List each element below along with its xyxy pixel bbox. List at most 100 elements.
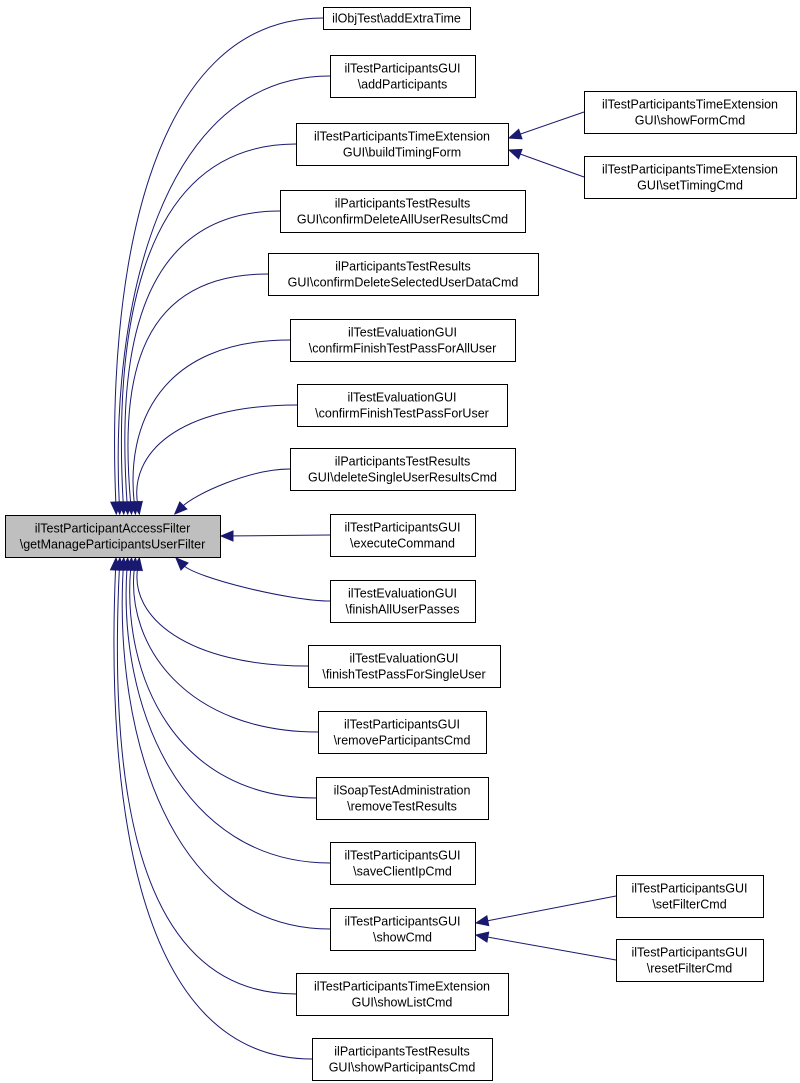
edge-s1-to-n3 [507, 111, 585, 140]
node-label: \finishAllUserPasses [346, 603, 460, 617]
node-label: \resetFilterCmd [647, 962, 732, 976]
node-box [616, 939, 764, 982]
node-il-participants-test-results-gui-confirm-delete-selected-user-data-cmd[interactable]: ilParticipantsTestResultsGUI\confirmDele… [268, 253, 539, 296]
edge-s3-to-n15 [474, 895, 617, 927]
node-il-obj-test-add-extra-time[interactable]: ilObjTest\addExtraTime [323, 7, 471, 30]
nodes-layer: ilTestParticipantAccessFilter\getManageP… [5, 7, 797, 1081]
node-box [316, 777, 489, 820]
edge-n13-to-root [124, 556, 317, 799]
node-label: \setFilterCmd [652, 898, 726, 912]
node-label: \confirmFinishTestPassForAllUser [309, 342, 497, 356]
edge-n6-to-root [128, 339, 291, 516]
edge-n16-to-root [113, 556, 297, 995]
node-label: ilTestEvaluationGUI [347, 391, 456, 405]
node-label: GUI\showParticipantsCmd [329, 1061, 476, 1075]
node-label: GUI\confirmDeleteSelectedUserDataCmd [288, 276, 519, 290]
node-box [5, 515, 221, 558]
edge-n5-to-root [124, 273, 269, 516]
node-label: ilTestParticipantsGUI [344, 849, 460, 863]
node-label: GUI\confirmDeleteAllUserResultsCmd [297, 213, 508, 227]
edge-n3-to-root [117, 143, 297, 516]
node-label: \saveClientIpCmd [353, 865, 452, 879]
node-label: ilTestEvaluationGUI [348, 326, 457, 340]
node-box [290, 319, 516, 362]
node-il-test-participants-gui-reset-filter-cmd[interactable]: ilTestParticipantsGUI \resetFilterCmd [616, 939, 764, 982]
edge-n7-to-root [131, 404, 298, 516]
node-label: ilParticipantsTestResults [335, 197, 470, 211]
node-il-participants-test-results-gui-show-participants-cmd[interactable]: ilParticipantsTestResultsGUI\showPartici… [312, 1038, 493, 1081]
node-il-test-evaluation-gui-finish-all-user-passes[interactable]: ilTestEvaluationGUI \finishAllUserPasses [330, 580, 476, 623]
node-box [296, 123, 509, 166]
node-label: ilTestEvaluationGUI [348, 587, 457, 601]
node-label: ilParticipantsTestResults [335, 455, 470, 469]
node-label: ilTestParticipantAccessFilter [35, 522, 191, 536]
edge-n11-to-root [131, 556, 309, 667]
node-il-soap-test-administration-remove-test-results[interactable]: ilSoapTestAdministration \removeTestResul… [316, 777, 489, 820]
edge-s4-to-n15 [474, 931, 617, 961]
node-label: \confirmFinishTestPassForUser [315, 407, 489, 421]
node-box [290, 448, 516, 491]
node-label: ilTestParticipantsGUI [631, 882, 747, 896]
node-il-test-participants-time-extension-gui-show-list-cmd[interactable]: ilTestParticipantsTimeExtensionGUI\showL… [296, 973, 509, 1016]
node-label: \removeParticipantsCmd [334, 734, 471, 748]
node-label: ilTestParticipantsTimeExtension [314, 980, 490, 994]
node-box [330, 580, 476, 623]
node-box [268, 253, 539, 296]
node-il-test-participants-time-extension-gui-build-timing-form[interactable]: ilTestParticipantsTimeExtensionGUI\build… [296, 123, 509, 166]
node-box [280, 190, 526, 233]
node-box [330, 55, 476, 98]
node-label: ilObjTest\addExtraTime [332, 12, 461, 26]
node-box [308, 645, 501, 688]
edges-layer [109, 17, 617, 1060]
node-il-participants-test-results-gui-delete-single-user-results-cmd[interactable]: ilParticipantsTestResultsGUI\deleteSingl… [290, 448, 516, 491]
node-il-test-participants-time-extension-gui-show-form-cmd[interactable]: ilTestParticipantsTimeExtensionGUI\showF… [584, 91, 797, 134]
node-label: \addParticipants [358, 78, 448, 92]
edge-n12-to-root [128, 556, 319, 733]
node-box [297, 384, 508, 427]
node-label: ilTestParticipantsGUI [344, 718, 460, 732]
node-il-test-evaluation-gui-confirm-finish-test-pass-for-all-user[interactable]: ilTestEvaluationGUI \confirmFinishTestPas… [290, 319, 516, 362]
node-label: ilTestParticipantsGUI [344, 915, 460, 929]
node-box [296, 973, 509, 1016]
node-label: \removeTestResults [347, 800, 457, 814]
node-label: GUI\buildTimingForm [343, 146, 461, 160]
root-node: ilTestParticipantAccessFilter\getManageP… [5, 515, 221, 558]
node-label: ilTestEvaluationGUI [349, 652, 458, 666]
node-label: ilParticipantsTestResults [334, 1045, 469, 1059]
node-il-test-participants-gui-set-filter-cmd[interactable]: ilTestParticipantsGUI \setFilterCmd [616, 875, 764, 918]
node-box [584, 91, 797, 134]
node-il-test-evaluation-gui-finish-test-pass-for-single-user[interactable]: ilTestEvaluationGUI\finishTestPassForSin… [308, 645, 501, 688]
edge-n8-to-root [173, 468, 291, 515]
node-box [323, 7, 471, 30]
node-label: GUI\setTimingCmd [637, 179, 743, 193]
node-label: ilTestParticipantsGUI [631, 946, 747, 960]
edge-s2-to-n3 [507, 148, 585, 178]
node-box [330, 514, 476, 557]
node-il-test-evaluation-gui-confirm-finish-test-pass-for-user[interactable]: ilTestEvaluationGUI \confirmFinishTestPas… [297, 384, 508, 427]
edge-n17-to-root [109, 556, 313, 1060]
node-label: GUI\showListCmd [352, 996, 453, 1010]
node-label: ilTestParticipantsTimeExtension [602, 98, 778, 112]
node-label: GUI\showFormCmd [635, 114, 745, 128]
node-il-participants-test-results-gui-confirm-delete-all-user-results-cmd[interactable]: ilParticipantsTestResultsGUI\confirmDele… [280, 190, 526, 233]
node-box [318, 711, 487, 754]
node-label: ilTestParticipantsGUI [344, 62, 460, 76]
node-box [616, 875, 764, 918]
node-box [584, 156, 797, 199]
node-il-test-participants-gui-show-cmd[interactable]: ilTestParticipantsGUI\showCmd [330, 908, 476, 951]
node-box [330, 842, 476, 885]
node-il-test-participants-gui-execute-command[interactable]: ilTestParticipantsGUI\executeCommand [330, 514, 476, 557]
node-label: ilTestParticipantsTimeExtension [314, 130, 490, 144]
node-il-test-participants-gui-save-client-ip-cmd[interactable]: ilTestParticipantsGUI \saveClientIpCmd [330, 842, 476, 885]
node-label: ilParticipantsTestResults [335, 260, 470, 274]
node-label: GUI\deleteSingleUserResultsCmd [308, 471, 497, 485]
edge-n9-to-root [219, 530, 331, 542]
node-il-test-participants-gui-add-participants[interactable]: ilTestParticipantsGUI \addParticipants [330, 55, 476, 98]
node-label: ilSoapTestAdministration [334, 784, 471, 798]
node-label: \executeCommand [350, 537, 455, 551]
node-label: ilTestParticipantsTimeExtension [602, 163, 778, 177]
node-il-test-participants-time-extension-gui-set-timing-cmd[interactable]: ilTestParticipantsTimeExtensionGUI\setTi… [584, 156, 797, 199]
node-il-test-participants-gui-remove-participants-cmd[interactable]: ilTestParticipantsGUI \removeParticipants… [318, 711, 487, 754]
node-box [330, 908, 476, 951]
